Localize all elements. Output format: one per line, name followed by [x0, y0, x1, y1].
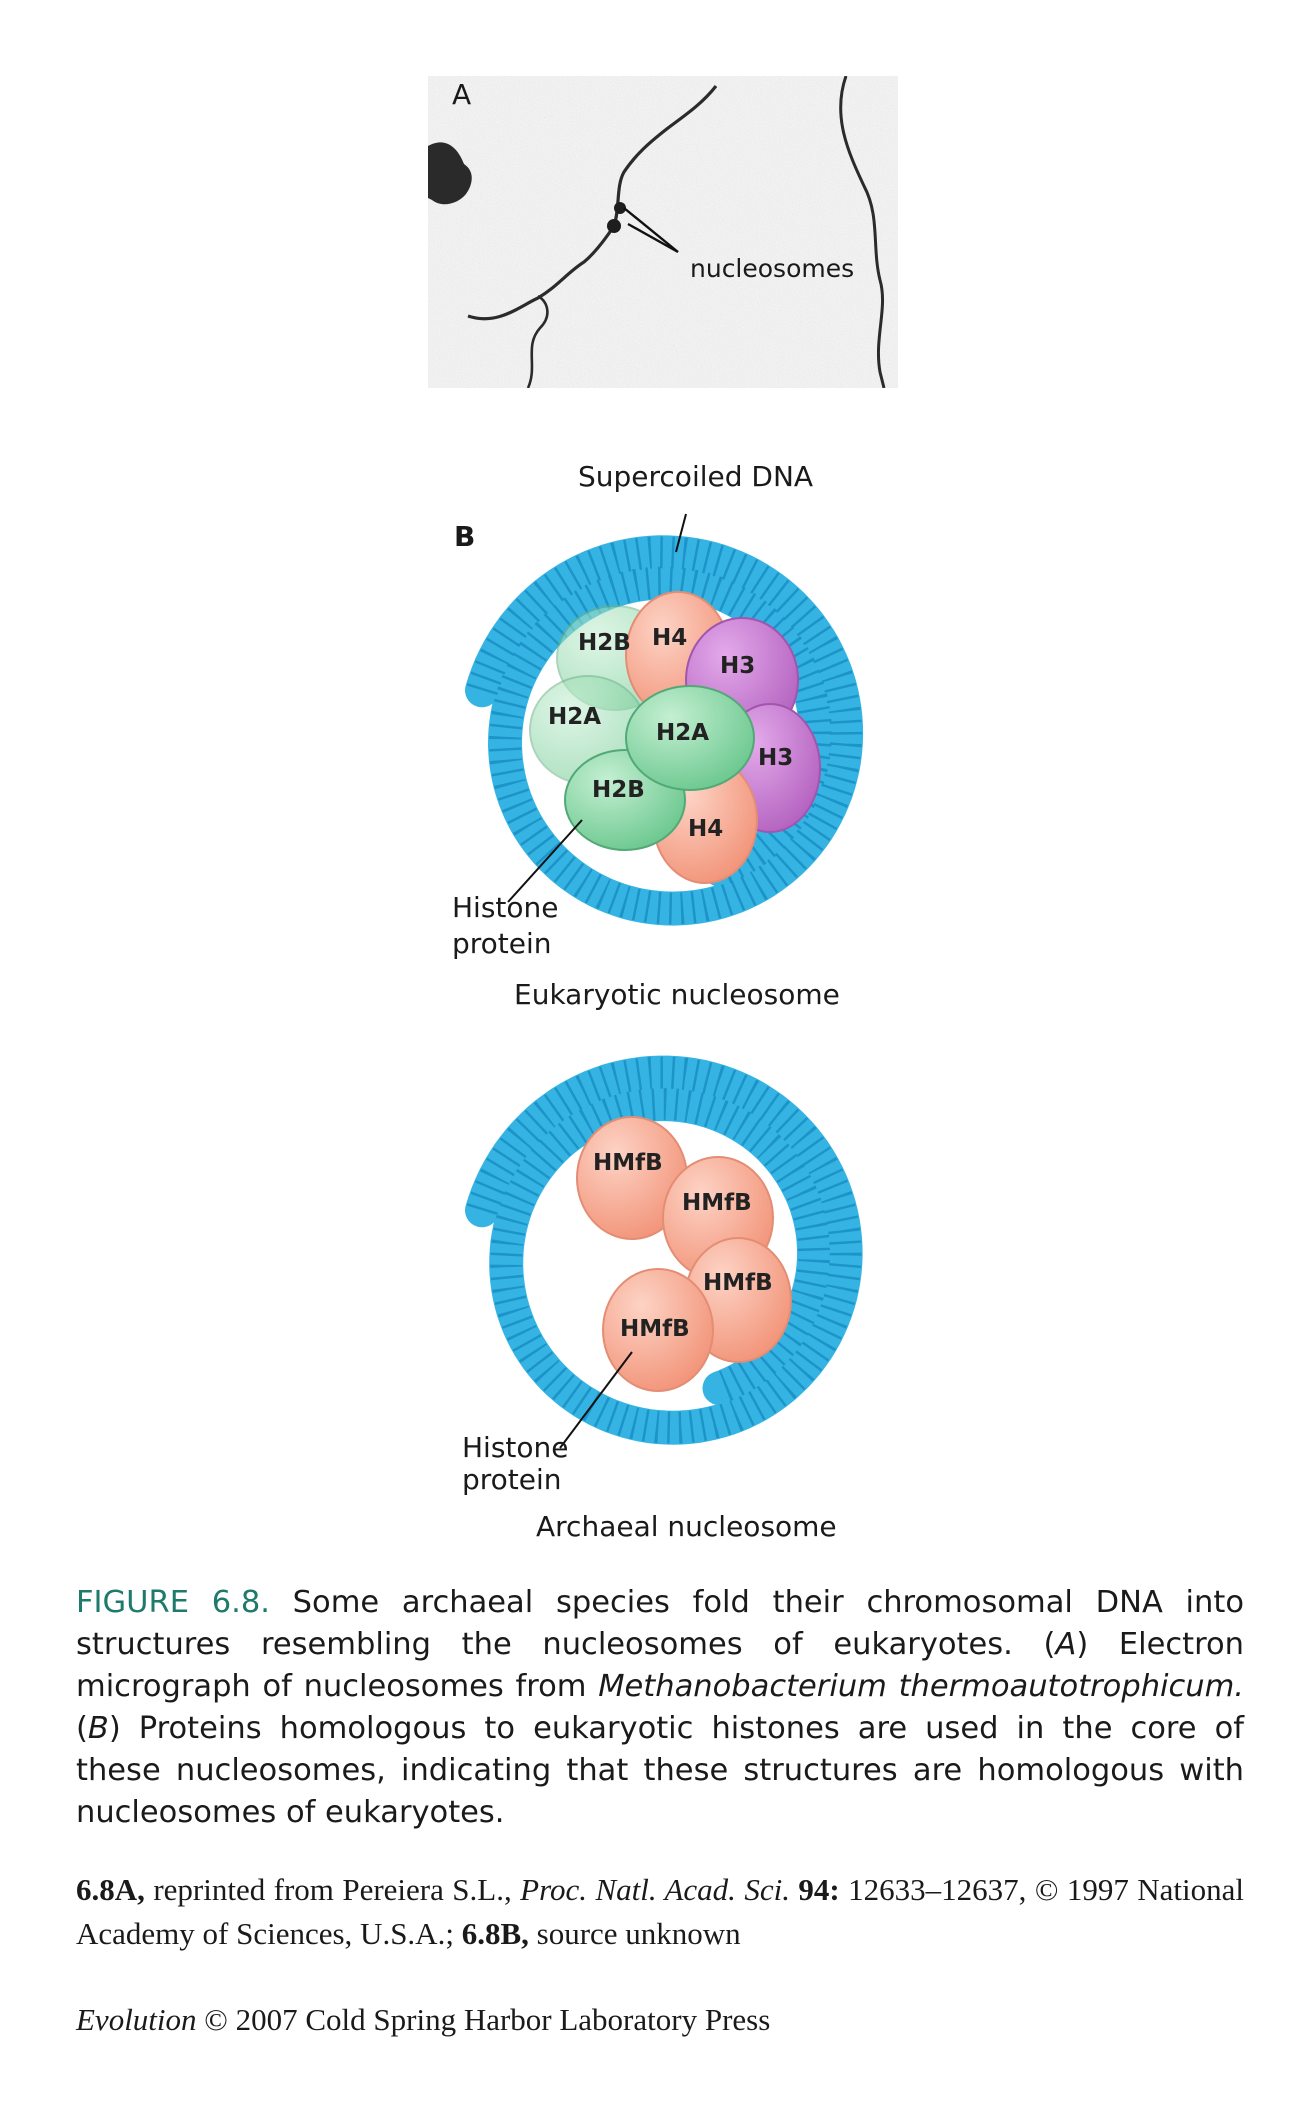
hmfb-label-1: HMfB [593, 1150, 663, 1176]
micrograph-nucleosome [614, 202, 626, 214]
credit-text: reprinted from Pereiera S.L., [144, 1872, 521, 1907]
histone-h4-bottom [652, 756, 758, 884]
histone-label-h2b-back: H2B [578, 630, 631, 656]
histone-label-h2b-front: H2B [592, 777, 645, 803]
histone-h2b-back [556, 605, 674, 711]
eukaryotic-histone-octamer: H2B H4 H3 H2A H2A H3 H2B H4 [529, 591, 821, 884]
hmfb-4 [602, 1268, 714, 1392]
book-copyright: Evolution © 2007 Cold Spring Harbor Labo… [76, 1998, 1244, 2042]
histone-label-h3-top: H3 [720, 653, 755, 679]
panel-a-letter: A [452, 78, 472, 111]
caption-ref-a: A [1055, 1627, 1077, 1662]
histone-h2a-front [625, 685, 755, 791]
electron-micrograph [428, 76, 898, 388]
histone-label-eukaryotic: Histone protein [452, 890, 559, 962]
micrograph-dna-strand-right [839, 76, 886, 388]
panel-b-letter: B [454, 520, 476, 553]
figure-caption: FIGURE 6.8. Some archaeal species fold t… [76, 1582, 1244, 1834]
hmfb-label-2: HMfB [682, 1190, 752, 1216]
caption-text: ) Electron micrograph of nucleosomes fro… [76, 1627, 1244, 1704]
histone-h3-bottom [719, 703, 821, 833]
figure-credits: 6.8A, reprinted from Pereiera S.L., Proc… [76, 1868, 1244, 1956]
credit-journal: Proc. Natl. Acad. Sci. [520, 1872, 790, 1907]
nucleosome-pointer [623, 207, 679, 253]
credit-text: source unknown [528, 1916, 741, 1951]
histone-h2a-back [529, 675, 647, 785]
histone-pointer-line-arc [559, 1351, 633, 1449]
hmfb-label-3: HMfB [703, 1270, 773, 1296]
histone-label-h3-bottom: H3 [758, 745, 793, 771]
eukaryotic-dna-coil [465, 535, 864, 926]
histone-label-archaeal: Histone protein [462, 1432, 569, 1496]
archaeal-dna-coil [465, 1055, 863, 1445]
histone-label-line1: Histone [452, 891, 559, 924]
eukaryotic-title: Eukaryotic nucleosome [514, 978, 840, 1011]
micrograph-blob [428, 142, 472, 205]
archaeal-histone-core: HMfB HMfB HMfB HMfB [576, 1116, 792, 1392]
hmfb-label-4: HMfB [620, 1316, 690, 1342]
credit-ref-b: 6.8B, [461, 1916, 529, 1951]
histone-label-h2a-front: H2A [656, 720, 709, 746]
histone-h2b-front [564, 749, 686, 851]
caption-ref-b: B [87, 1711, 109, 1746]
dna-tube [465, 1055, 863, 1445]
hmfb-1 [576, 1116, 688, 1240]
micrograph-dna-strand-lower [526, 294, 549, 388]
dna-coil-ribs [466, 1056, 862, 1444]
credit-ref-a: 6.8A, [76, 1872, 145, 1907]
nucleosomes-label: nucleosomes [690, 254, 855, 283]
histone-label-h2a-back: H2A [548, 704, 601, 730]
caption-text: ( [76, 1711, 88, 1746]
hmfb-3 [684, 1237, 792, 1363]
dna-coil-ribs [466, 536, 863, 925]
histone-label-line1: Histone [462, 1431, 569, 1464]
caption-text: Some archaeal species fold their chromos… [76, 1585, 1244, 1662]
hmfb-2 [662, 1156, 774, 1280]
histone-label-line2: protein [462, 1463, 562, 1496]
figure-label: FIGURE 6.8. [76, 1585, 270, 1620]
micrograph-nucleosome [607, 219, 621, 233]
nucleosome-pointer [627, 222, 679, 254]
book-title: Evolution [76, 2002, 197, 2037]
histone-h3-top [685, 617, 799, 743]
copyright-text: © 2007 Cold Spring Harbor Laboratory Pre… [196, 2002, 771, 2037]
credit-volume: 94: [789, 1872, 840, 1907]
histone-label-line2: protein [452, 927, 552, 960]
archaeal-title: Archaeal nucleosome [536, 1510, 837, 1543]
credit-text: 12633–12637, © 1997 National Academy of … [76, 1872, 1244, 1951]
dna-label: Supercoiled DNA [578, 460, 814, 493]
histone-h4-top [625, 591, 731, 719]
dna-tube [465, 535, 864, 926]
histone-label-h4-bottom: H4 [688, 816, 723, 842]
caption-species: Methanobacterium thermoautotrophicum. [598, 1669, 1245, 1704]
histone-label-h4-top: H4 [652, 625, 687, 651]
caption-text: ) Proteins homologous to eukaryotic hist… [76, 1711, 1244, 1830]
dna-pointer-line [675, 513, 687, 553]
